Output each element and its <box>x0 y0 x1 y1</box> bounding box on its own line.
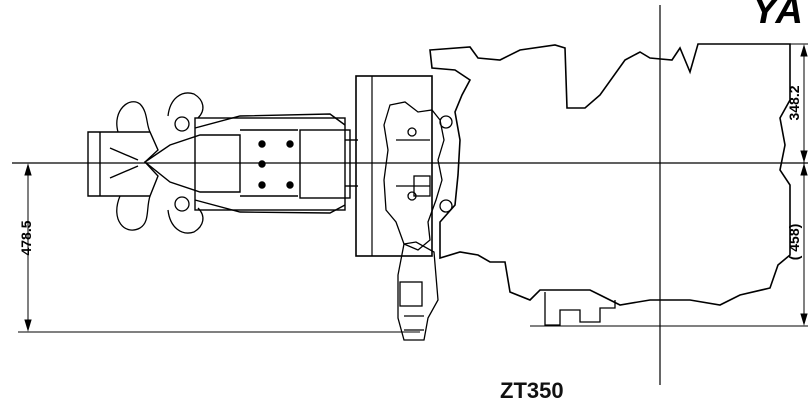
drive-column <box>397 241 439 341</box>
dimension-label-right-lower: ( 458) <box>786 223 802 261</box>
engine-lower-detail <box>544 292 616 326</box>
engine-block-outline <box>429 43 791 306</box>
shaft-assembly <box>194 113 358 214</box>
left-dimension-line <box>18 163 420 333</box>
right-dimension-line <box>530 43 808 327</box>
gearcase-nose <box>87 131 241 197</box>
model-label: ZT350 <box>500 378 564 403</box>
dimension-label-right-upper: 348.2 <box>786 85 802 121</box>
dimension-label-left: 478.5 <box>18 220 34 256</box>
brand-logo-text: YA <box>752 0 804 32</box>
flywheel-housing <box>355 75 433 257</box>
gear-train <box>383 101 453 251</box>
propeller-blades <box>116 92 204 234</box>
